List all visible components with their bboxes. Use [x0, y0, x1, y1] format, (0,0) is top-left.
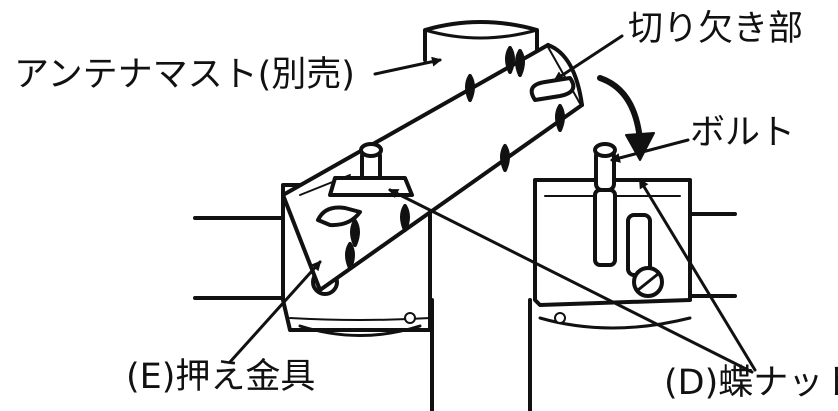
rotation-arrow: [597, 75, 655, 161]
leader-notch: [553, 34, 624, 82]
leader-lines: [228, 34, 757, 374]
vertical-mast: [430, 298, 532, 411]
leader-bolt: [610, 138, 690, 163]
label-wing-nut: (D)蝶ナット: [664, 363, 838, 403]
leader-clamp: [228, 260, 322, 364]
right-bolt: [593, 142, 617, 192]
label-antenna-mast: アンテナマスト(別売): [14, 55, 355, 95]
leader-mast: [373, 56, 442, 76]
label-bolt: ボルト: [690, 113, 796, 153]
label-notch: 切り欠き部: [628, 9, 804, 49]
label-clamp-bracket: (E)押え金具: [126, 357, 316, 397]
leader-wing-nut-left: [388, 188, 754, 374]
right-bracket: [533, 178, 692, 330]
horizontal-pipe: [193, 212, 737, 300]
leader-wing-nut-right: [638, 178, 757, 372]
